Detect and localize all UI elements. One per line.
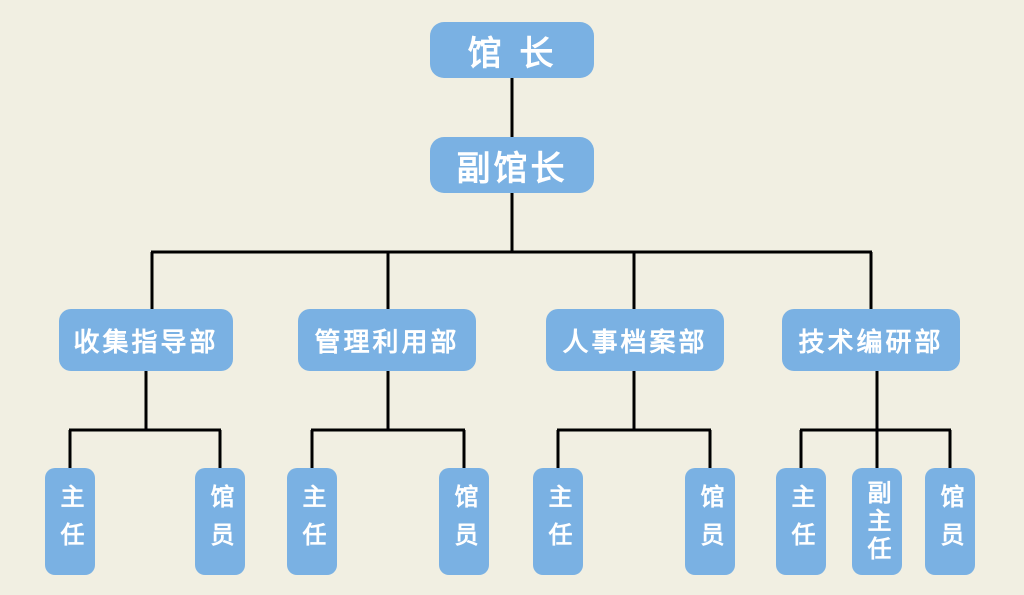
dept-tech-compilation: 技术编研部: [782, 309, 960, 371]
dept-collection-guidance: 收集指导部: [59, 309, 233, 371]
staff-director-4: 主任: [776, 468, 826, 575]
staff-librarian-4: 馆员: [925, 468, 975, 575]
dept-management-use: 管理利用部: [298, 309, 476, 371]
staff-director-2: 主任: [287, 468, 337, 575]
staff-librarian-2: 馆员: [439, 468, 489, 575]
director-node: 馆 长: [430, 22, 594, 78]
staff-director-3: 主任: [533, 468, 583, 575]
staff-deputy-director-4: 副主任: [852, 468, 902, 575]
staff-director-1: 主任: [45, 468, 95, 575]
dept-personnel-archives: 人事档案部: [546, 309, 724, 371]
deputy-director-node: 副馆长: [430, 137, 594, 193]
staff-librarian-1: 馆员: [195, 468, 245, 575]
staff-librarian-3: 馆员: [685, 468, 735, 575]
